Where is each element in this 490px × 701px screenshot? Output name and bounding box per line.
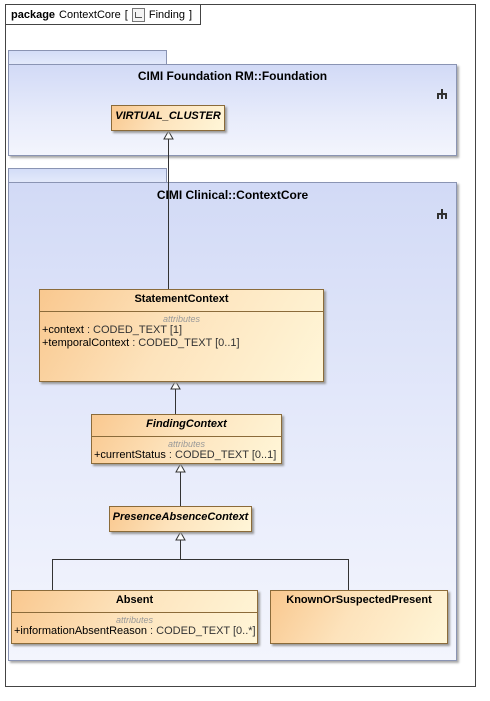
- class-name: FindingContext: [146, 418, 227, 430]
- class-absent[interactable]: Absent attributes +informationAbsentReas…: [11, 590, 258, 644]
- frame-keyword: package: [11, 8, 56, 21]
- class-name: PresenceAbsenceContext: [112, 511, 249, 523]
- class-name: VIRTUAL_CLUSTER: [115, 110, 221, 122]
- class-presence-absence-context[interactable]: PresenceAbsenceContext: [109, 506, 252, 532]
- contextcore-package-title: CIMI Clinical::ContextCore: [156, 188, 309, 202]
- class-name: StatementContext: [134, 293, 229, 305]
- contextcore-package-tab: [8, 168, 167, 183]
- attributes-compartment-label: attributes: [167, 439, 206, 449]
- class-name: Absent: [115, 594, 154, 606]
- class-diagram-icon: [131, 7, 145, 22]
- attribute-row[interactable]: +informationAbsentReason : CODED_TEXT [0…: [12, 625, 257, 638]
- class-known-or-suspected-present[interactable]: KnownOrSuspectedPresent: [270, 590, 448, 644]
- diagram-frame: package ContextCore [ Finding ]: [5, 4, 476, 687]
- package-hierarchy-icon: [437, 209, 447, 219]
- class-virtual-cluster[interactable]: VIRTUAL_CLUSTER: [111, 105, 225, 131]
- class-finding-context[interactable]: FindingContext attributes +currentStatus…: [91, 414, 282, 464]
- attribute-name: +temporalContext: [42, 337, 130, 349]
- frame-diagram-name: Finding: [148, 8, 185, 21]
- attribute-type: : CODED_TEXT [0..1]: [129, 337, 240, 349]
- class-name: KnownOrSuspectedPresent: [286, 594, 432, 606]
- attribute-name: +informationAbsentReason: [14, 625, 147, 637]
- attributes-compartment-label: attributes: [115, 615, 154, 625]
- attribute-name: +currentStatus: [94, 449, 166, 461]
- frame-bracket-close: ]: [188, 8, 192, 21]
- attribute-type: : CODED_TEXT [1]: [83, 324, 183, 336]
- attribute-type: : CODED_TEXT [0..*]: [147, 625, 256, 637]
- attribute-row[interactable]: +context : CODED_TEXT [1]: [40, 324, 323, 337]
- frame-bracket-open: [: [124, 8, 128, 21]
- attribute-row[interactable]: +currentStatus : CODED_TEXT [0..1]: [92, 449, 281, 462]
- attributes-compartment-label: attributes: [162, 314, 201, 324]
- frame-tab: package ContextCore [ Finding ]: [6, 5, 201, 25]
- foundation-package-tab: [8, 50, 167, 65]
- package-hierarchy-icon: [437, 89, 447, 99]
- class-statement-context[interactable]: StatementContext attributes +context : C…: [39, 289, 324, 382]
- attribute-name: +context: [42, 324, 84, 336]
- attribute-row[interactable]: +temporalContext : CODED_TEXT [0..1]: [40, 337, 323, 350]
- frame-package-name: ContextCore: [59, 8, 121, 21]
- attribute-type: : CODED_TEXT [0..1]: [165, 449, 277, 461]
- foundation-package-title: CIMI Foundation RM::Foundation: [137, 69, 328, 83]
- foundation-package[interactable]: CIMI Foundation RM::Foundation: [8, 64, 457, 156]
